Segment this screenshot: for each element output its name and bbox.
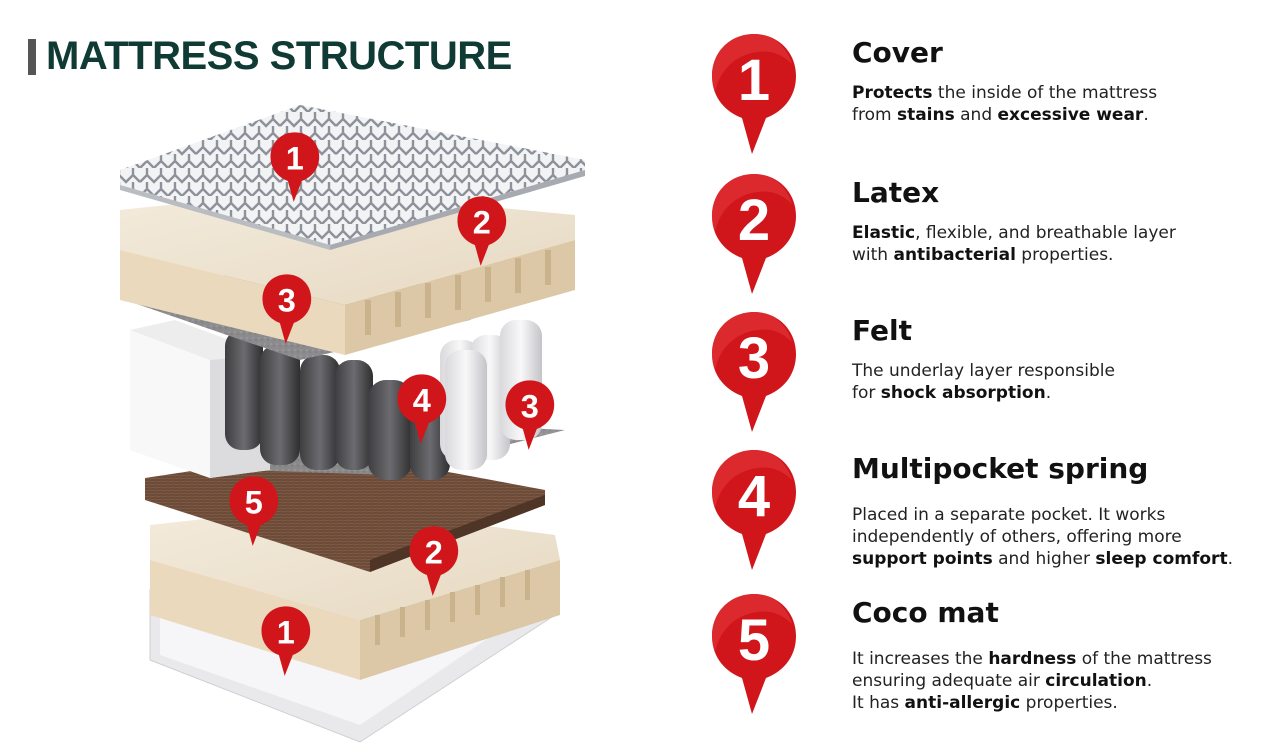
illustration-marker-number: 1: [286, 140, 304, 176]
illustration-marker-pin-icon: 2: [457, 196, 507, 266]
illustration-marker-pin-icon: 1: [270, 132, 320, 202]
illustration-marker-pin-icon: 1: [261, 606, 311, 676]
illustration-marker-pin-icon: 3: [262, 274, 312, 344]
mattress-illustration: 1 2 3 4 3 5 2 1: [120, 105, 585, 743]
marker-pin-icon: 4: [712, 450, 796, 570]
marker-pin-icon: 2: [712, 174, 796, 294]
layer-description: It increases the hardness of the mattres…: [852, 649, 1212, 713]
marker-pin-icon: 1: [712, 34, 796, 154]
marker-number: 3: [738, 326, 770, 391]
layer-name: Multipocket spring: [852, 452, 1149, 485]
layer-name: Latex: [852, 176, 940, 209]
layer-name: Felt: [852, 314, 912, 347]
top-cover-layer: [120, 105, 585, 250]
title-accent-bar: [28, 38, 36, 75]
marker-number: 1: [738, 48, 770, 113]
marker-number: 2: [738, 188, 770, 253]
illustration-marker-number: 3: [278, 282, 296, 318]
illustration-marker-pin-icon: 3: [505, 380, 555, 450]
illustration-marker-number: 3: [521, 388, 539, 424]
marker-number: 5: [738, 608, 770, 673]
illustration-marker-pin-icon: 4: [397, 374, 447, 444]
layer-name: Coco mat: [852, 596, 999, 629]
marker-number: 4: [738, 464, 770, 529]
marker-pin-icon: 5: [712, 594, 796, 714]
layer-name: Cover: [852, 36, 943, 69]
marker-pin-icon: 3: [712, 312, 796, 432]
illustration-marker-number: 4: [413, 382, 431, 418]
illustration-marker-number: 1: [277, 614, 295, 650]
illustration-marker-number: 2: [425, 534, 443, 570]
illustration-marker-number: 2: [473, 204, 491, 240]
page-title: MATTRESS STRUCTURE: [46, 34, 512, 78]
illustration-marker-number: 5: [245, 484, 263, 520]
illustration-marker-pin-icon: 5: [229, 476, 279, 546]
illustration-marker-pin-icon: 2: [409, 526, 459, 596]
page-title-wrap: MATTRESS STRUCTURE: [28, 34, 512, 79]
